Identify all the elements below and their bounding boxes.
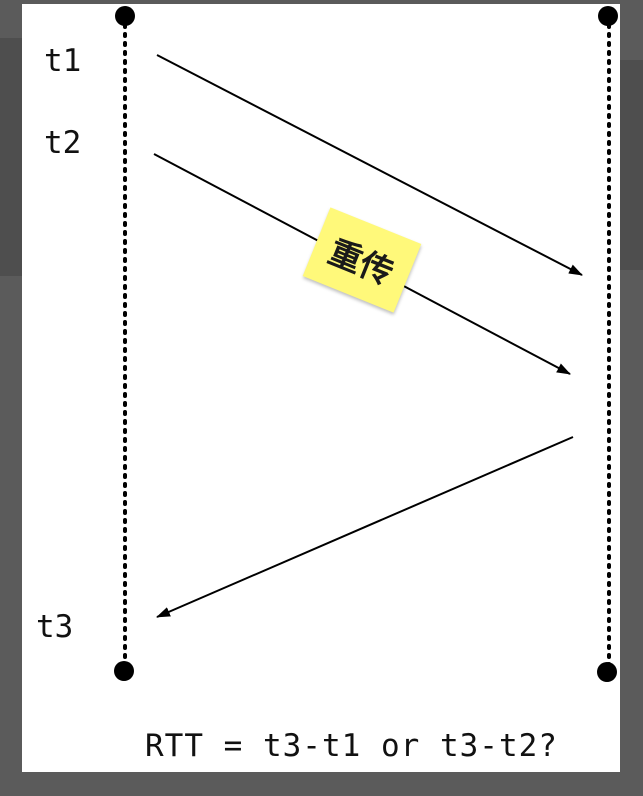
right-band [620, 60, 643, 270]
left-band [0, 38, 22, 276]
rtt-formula: RTT = t3-t1 or t3-t2? [145, 728, 558, 764]
label-t2: t2 [44, 125, 82, 161]
ack-arrow [156, 436, 574, 618]
sender-bottom-dot [114, 661, 134, 681]
diagram-canvas [22, 4, 620, 772]
receiver-top-dot [598, 6, 618, 26]
label-t1: t1 [44, 43, 82, 79]
original-send-arrow [156, 54, 583, 276]
label-t3: t3 [36, 609, 74, 645]
sender-top-dot [115, 6, 135, 26]
receiver-bottom-dot [597, 662, 617, 682]
